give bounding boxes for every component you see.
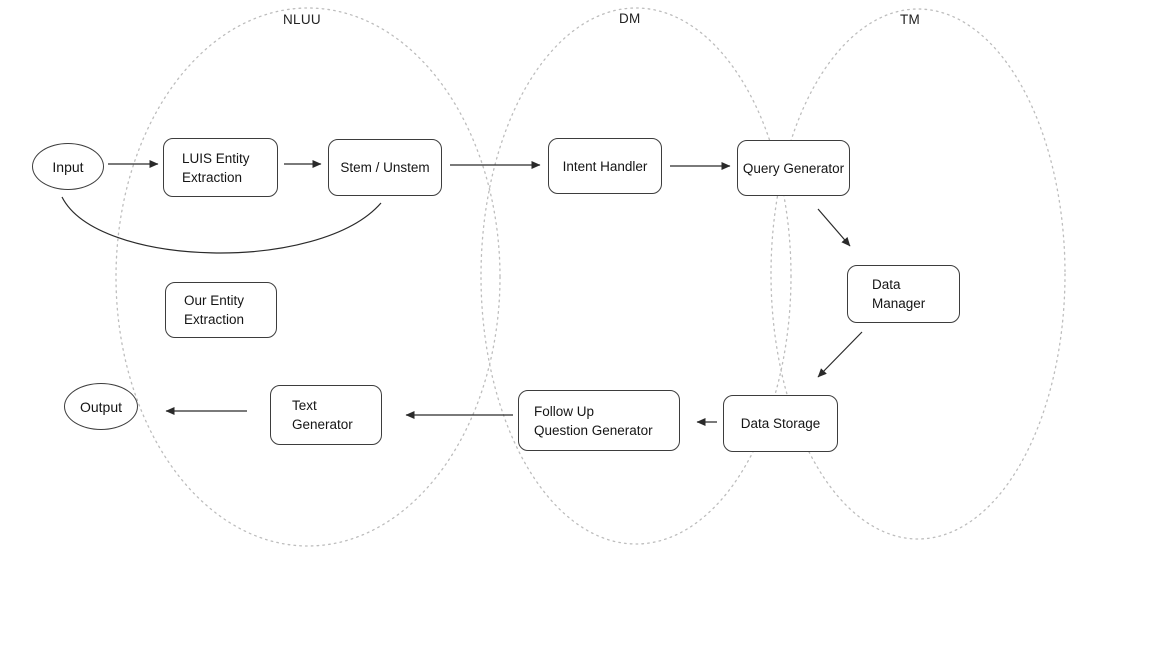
node-text-generator: Text Generator <box>270 385 382 445</box>
region-label-nluu: NLUU <box>283 12 321 27</box>
node-input-label: Input <box>52 158 84 175</box>
region-tm-ellipse <box>770 8 1066 540</box>
node-stem-unstem: Stem / Unstem <box>328 139 442 196</box>
node-data-manager: Data Manager <box>847 265 960 323</box>
node-luis-entity-extraction: LUIS Entity Extraction <box>163 138 278 197</box>
node-intent-handler: Intent Handler <box>548 138 662 194</box>
node-follow-up-question-generator: Follow Up Question Generator <box>518 390 680 451</box>
arrow-query-to-datamanager <box>817 208 851 247</box>
node-output-label: Output <box>79 398 123 415</box>
curve-input-to-stem <box>61 196 382 254</box>
node-query-generator: Query Generator <box>737 140 850 196</box>
arrow-datamanager-to-datastorage <box>817 331 863 378</box>
region-label-dm: DM <box>619 11 641 26</box>
node-data-storage: Data Storage <box>723 395 838 452</box>
node-output: Output <box>64 383 138 430</box>
region-dm-ellipse <box>480 7 792 545</box>
node-input: Input <box>32 143 104 190</box>
region-nluu-ellipse <box>115 7 501 547</box>
node-our-entity-extraction: Our Entity Extraction <box>165 282 277 338</box>
region-label-tm: TM <box>900 12 921 27</box>
